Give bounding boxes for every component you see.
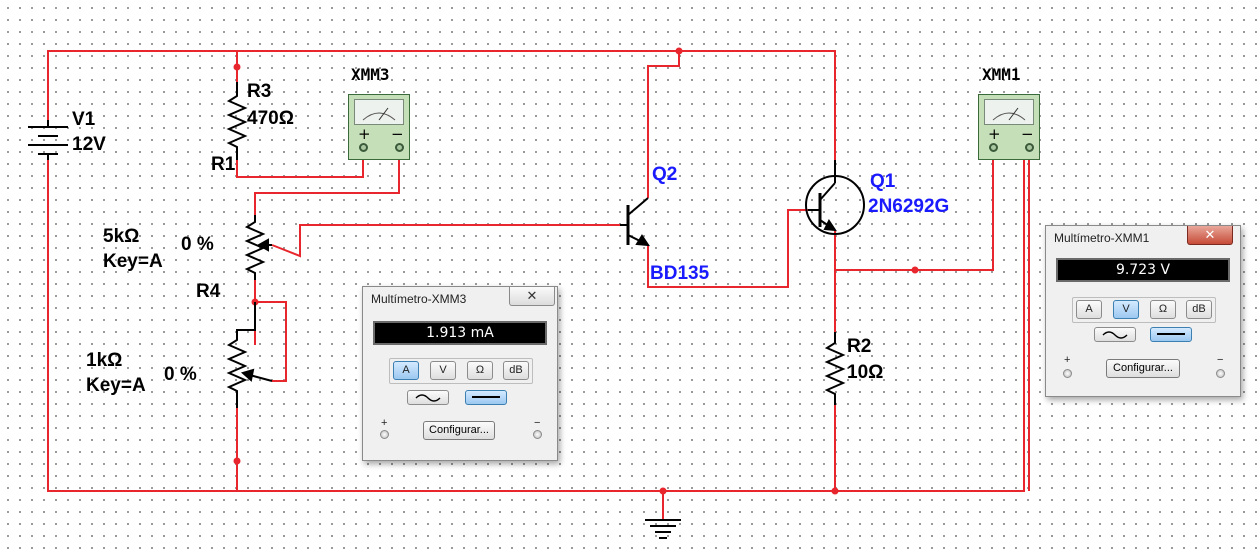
voltmeter-button[interactable]: V xyxy=(430,361,456,380)
xmm3-ref-label: XMM3 xyxy=(351,65,390,84)
resistor-r2[interactable] xyxy=(824,332,846,405)
pot5k-percent-label: 0 % xyxy=(181,234,214,255)
minus-label: − xyxy=(534,417,541,429)
r3-value-label: 470Ω xyxy=(247,108,294,129)
voltmeter-button[interactable]: V xyxy=(1113,300,1139,319)
r3-ref-label: R3 xyxy=(247,81,271,102)
ohmmeter-button[interactable]: Ω xyxy=(467,361,493,380)
junction xyxy=(675,47,683,55)
wire-q2-collector xyxy=(647,51,680,198)
wire-q1-to-xmm1 xyxy=(835,153,994,271)
minus-label: − xyxy=(1021,125,1034,143)
dc-mode-button[interactable] xyxy=(465,390,507,405)
junctions xyxy=(233,47,919,495)
sine-wave-icon xyxy=(1102,331,1128,339)
wire-r4-loop xyxy=(255,301,287,382)
ammeter-button[interactable]: A xyxy=(1076,300,1102,319)
plus-label: + xyxy=(988,125,1001,143)
wire-bottom-rail xyxy=(47,160,1025,492)
dc-line-icon xyxy=(1157,333,1185,335)
decibel-button[interactable]: dB xyxy=(503,361,529,380)
sine-wave-icon xyxy=(415,394,441,402)
wire-q2-emitter xyxy=(647,209,808,288)
multimeter-xmm1-symbol[interactable]: + − xyxy=(978,94,1040,160)
wire-pot5k-wiper xyxy=(271,224,620,258)
transistor-q2[interactable] xyxy=(620,197,650,247)
ac-mode-button[interactable] xyxy=(1094,327,1136,342)
decibel-button[interactable]: dB xyxy=(1186,300,1212,319)
q2-ref-label: Q2 xyxy=(652,164,677,185)
multimeter-xmm3-symbol[interactable]: + − xyxy=(348,94,410,160)
dc-mode-button[interactable] xyxy=(1150,327,1192,342)
plus-label: + xyxy=(381,417,388,429)
minus-terminal[interactable] xyxy=(1025,143,1034,152)
plus-terminal[interactable] xyxy=(1063,369,1072,378)
wire-top-rail xyxy=(47,50,836,160)
battery-v1[interactable] xyxy=(28,120,68,160)
wire-xmm3-to-pot xyxy=(254,153,400,215)
window-title: Multímetro-XMM1 xyxy=(1054,231,1150,245)
junction xyxy=(233,63,241,71)
pot5k-value-label: 5kΩ xyxy=(103,226,139,247)
r1-ref-label: R1 xyxy=(211,154,236,175)
multimeter-xmm3-window[interactable]: Multímetro-XMM3 ✕ 1.913 mA A V Ω dB + − … xyxy=(362,286,558,461)
multimeter-xmm1-window[interactable]: Multímetro-XMM1 ✕ 9.723 V A V Ω dB + − C… xyxy=(1045,225,1241,397)
minus-label: − xyxy=(1217,354,1224,366)
junction xyxy=(659,487,667,495)
meter-dial-icon xyxy=(984,99,1034,125)
minus-terminal[interactable] xyxy=(395,143,404,152)
mode-button-group: A V Ω dB xyxy=(1072,297,1216,323)
minus-label: − xyxy=(391,125,404,143)
mode-button-group: A V Ω dB xyxy=(389,358,533,384)
reading-display: 9.723 V xyxy=(1056,258,1230,282)
minus-terminal[interactable] xyxy=(533,430,542,439)
close-button[interactable]: ✕ xyxy=(1187,226,1233,245)
plus-label: + xyxy=(358,125,371,143)
ohmmeter-button[interactable]: Ω xyxy=(1150,300,1176,319)
pot1k-percent-label: 0 % xyxy=(164,364,197,385)
r4-ref-label: R4 xyxy=(196,281,221,302)
reading-display: 1.913 mA xyxy=(373,321,547,345)
potentiometer-5k[interactable] xyxy=(244,215,272,280)
plus-terminal[interactable] xyxy=(359,143,368,152)
plus-terminal[interactable] xyxy=(380,430,389,439)
v1-ref-label: V1 xyxy=(72,109,96,130)
pot1k-value-label: 1kΩ xyxy=(86,350,122,371)
configure-button[interactable]: Configurar... xyxy=(423,421,495,440)
plus-label: + xyxy=(1064,354,1071,366)
configure-button[interactable]: Configurar... xyxy=(1106,359,1180,378)
plus-terminal[interactable] xyxy=(989,143,998,152)
q2-model-label: BD135 xyxy=(650,263,710,284)
ac-mode-button[interactable] xyxy=(407,390,449,405)
ground-symbol[interactable] xyxy=(645,519,681,539)
pot1k-key-label: Key=A xyxy=(86,375,146,396)
transistor-q1[interactable] xyxy=(805,160,865,235)
pot5k-key-label: Key=A xyxy=(103,251,163,272)
window-title: Multímetro-XMM3 xyxy=(371,292,467,306)
r2-ref-label: R2 xyxy=(847,336,871,357)
v1-value-label: 12V xyxy=(72,134,106,155)
junction xyxy=(233,457,241,465)
wire-r3-to-xmm3 xyxy=(236,153,364,178)
meter-dial-icon xyxy=(354,99,404,125)
r2-value-label: 10Ω xyxy=(847,362,883,383)
q1-model-label: 2N6292G xyxy=(868,196,949,217)
junction xyxy=(911,266,919,274)
wires xyxy=(47,50,1030,520)
resistor-r3[interactable] xyxy=(226,82,248,160)
potentiometer-1k[interactable] xyxy=(226,302,273,408)
junction xyxy=(831,487,839,495)
q1-ref-label: Q1 xyxy=(870,171,896,192)
close-button[interactable]: ✕ xyxy=(509,287,555,306)
minus-terminal[interactable] xyxy=(1216,369,1225,378)
dc-line-icon xyxy=(472,396,500,398)
xmm1-ref-label: XMM1 xyxy=(982,65,1021,84)
ammeter-button[interactable]: A xyxy=(393,361,419,380)
